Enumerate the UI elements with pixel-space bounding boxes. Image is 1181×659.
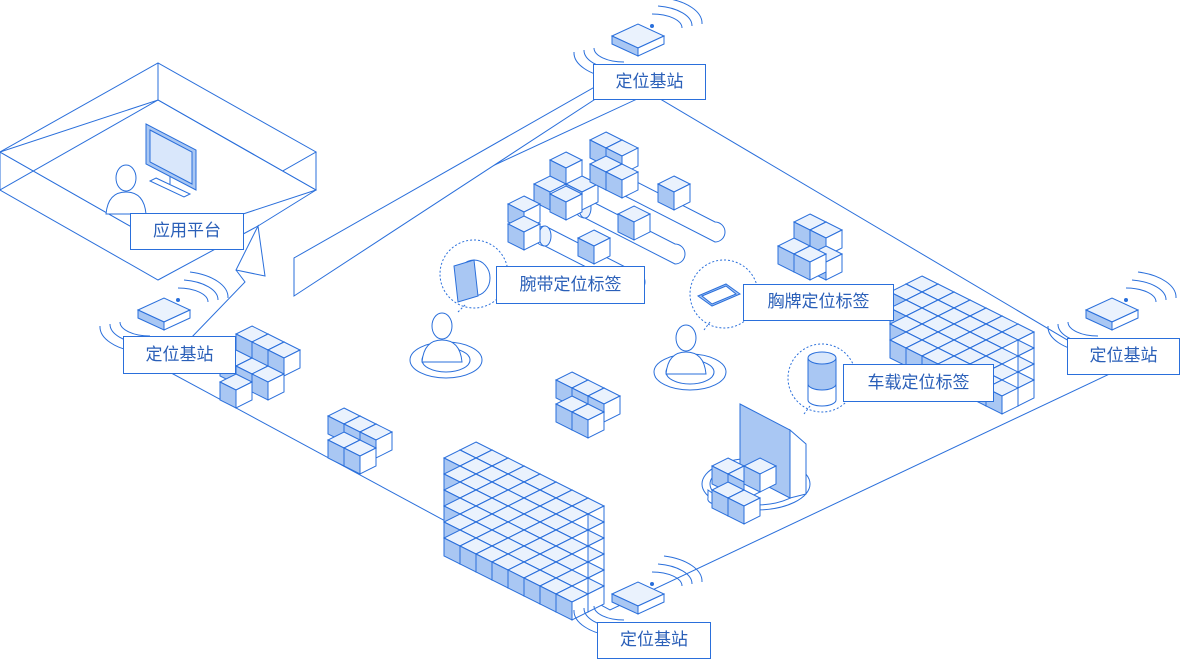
monitor-icon [146, 124, 196, 197]
station-label-bottom: 定位基站 [597, 622, 711, 659]
badge-icon [690, 260, 758, 330]
forklift-icon [702, 404, 810, 525]
station-label-right: 定位基站 [1067, 338, 1180, 375]
badge-tag-label: 胸牌定位标签 [743, 284, 894, 321]
station-label-top: 定位基站 [593, 64, 706, 100]
vehicle-tag-label: 车载定位标签 [843, 364, 994, 402]
station-label-left: 定位基站 [123, 336, 236, 374]
person-icon [654, 324, 726, 390]
app-platform-label: 应用平台 [130, 213, 244, 250]
wristband-tag-label: 腕带定位标签 [496, 266, 645, 304]
rack-icon [443, 441, 605, 621]
person-icon [410, 312, 482, 378]
